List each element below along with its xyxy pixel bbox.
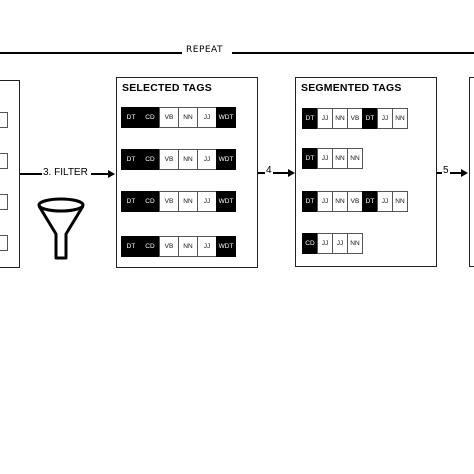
- tag-cell: WDT: [216, 107, 236, 128]
- tag-cell: NN: [392, 191, 408, 212]
- tag-cell: VB: [347, 108, 363, 129]
- tag-cell: JJ: [377, 108, 393, 129]
- panel-title: SELECTED TAGS: [122, 82, 212, 94]
- tag-cell: WDT: [216, 149, 236, 170]
- repeat-line-left: [0, 52, 182, 54]
- previous-panel-cell: [0, 153, 8, 169]
- tag-cell: DT: [121, 149, 141, 170]
- tag-cell: DT: [302, 108, 318, 129]
- filter-arrow-line: [20, 173, 42, 175]
- tag-cell: CD: [302, 233, 318, 254]
- previous-panel-cell: [0, 235, 8, 251]
- tag-cell: DT: [362, 108, 378, 129]
- tag-cell: NN: [332, 148, 348, 169]
- repeat-label: REPEAT: [186, 45, 224, 55]
- segment-arrow-head: [288, 169, 295, 177]
- tag-cell: NN: [332, 108, 348, 129]
- tag-cell: NN: [332, 191, 348, 212]
- tag-cell: DT: [121, 107, 141, 128]
- filter-arrow-line: [91, 173, 109, 175]
- next-panel: [469, 77, 474, 267]
- tag-cell: CD: [140, 191, 160, 212]
- tag-cell: DT: [121, 236, 141, 257]
- tag-cell: VB: [159, 107, 179, 128]
- filter-arrow-head: [108, 170, 115, 178]
- tag-cell: JJ: [377, 191, 393, 212]
- tag-cell: NN: [347, 233, 363, 254]
- tag-cell: JJ: [317, 191, 333, 212]
- tag-cell: CD: [140, 107, 160, 128]
- tag-cell: CD: [140, 149, 160, 170]
- step5-arrow-line: [437, 172, 443, 174]
- tag-cell: CD: [140, 236, 160, 257]
- tag-cell: JJ: [317, 148, 333, 169]
- tag-cell: JJ: [317, 233, 333, 254]
- tag-cell: JJ: [197, 107, 217, 128]
- tag-cell: DT: [302, 191, 318, 212]
- repeat-line-right: [232, 52, 474, 54]
- step5-label: 5: [442, 165, 450, 176]
- step5-arrow-head: [461, 169, 468, 177]
- tag-cell: NN: [178, 236, 198, 257]
- tag-cell: NN: [178, 191, 198, 212]
- panel-title: SEGMENTED TAGS: [301, 82, 402, 94]
- segment-step-label: 4: [265, 165, 273, 176]
- tag-cell: JJ: [197, 149, 217, 170]
- tag-cell: VB: [347, 191, 363, 212]
- tag-cell: WDT: [216, 236, 236, 257]
- segment-arrow-line: [273, 172, 289, 174]
- segment-arrow-line: [258, 172, 266, 174]
- tag-cell: WDT: [216, 191, 236, 212]
- filter-step-label: 3. FILTER: [42, 167, 89, 178]
- tag-cell: JJ: [197, 236, 217, 257]
- tag-cell: DT: [302, 148, 318, 169]
- step5-arrow-line: [450, 172, 462, 174]
- tag-cell: VB: [159, 236, 179, 257]
- previous-panel-cell: [0, 194, 8, 210]
- tag-cell: VB: [159, 149, 179, 170]
- funnel-icon: [37, 197, 85, 260]
- tag-cell: VB: [159, 191, 179, 212]
- tag-cell: NN: [178, 107, 198, 128]
- tag-cell: JJ: [332, 233, 348, 254]
- tag-cell: NN: [347, 148, 363, 169]
- tag-cell: JJ: [197, 191, 217, 212]
- tag-cell: NN: [178, 149, 198, 170]
- tag-cell: JJ: [317, 108, 333, 129]
- tag-cell: DT: [121, 191, 141, 212]
- tag-cell: DT: [362, 191, 378, 212]
- tag-cell: NN: [392, 108, 408, 129]
- previous-panel-cell: [0, 112, 8, 128]
